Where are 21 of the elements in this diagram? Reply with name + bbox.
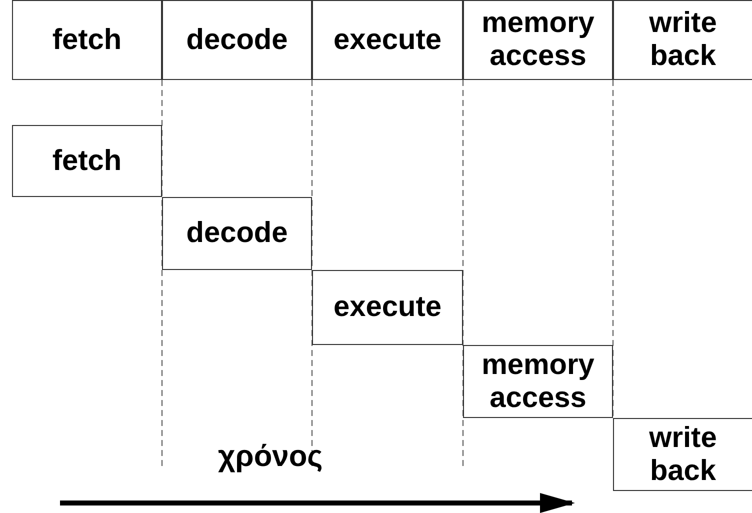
- stage-name: decode: [186, 24, 288, 56]
- pipeline-step-box: [312, 270, 463, 345]
- stage-name: write back: [648, 422, 718, 488]
- pipeline-step-box: [162, 197, 312, 270]
- stage-box: [613, 0, 752, 80]
- pipeline-step-box: [463, 345, 613, 418]
- stage-name: execute: [333, 24, 442, 56]
- stage-name: execute: [333, 291, 442, 324]
- stage-name: memory access: [480, 348, 596, 414]
- stage-name: decode: [186, 217, 288, 250]
- stage-name: fetch: [52, 144, 122, 178]
- pipeline-step-box: [613, 418, 752, 491]
- stage-box: [12, 0, 162, 80]
- stage-box: [162, 0, 312, 80]
- stage-name: fetch: [52, 24, 122, 56]
- stage-box: [463, 0, 613, 80]
- stage-name: write back: [648, 7, 718, 73]
- stage-name: memory access: [480, 7, 596, 73]
- stage-box: [312, 0, 463, 80]
- pipeline-step-box: [12, 125, 162, 197]
- axis-label: χρόνος: [218, 440, 323, 474]
